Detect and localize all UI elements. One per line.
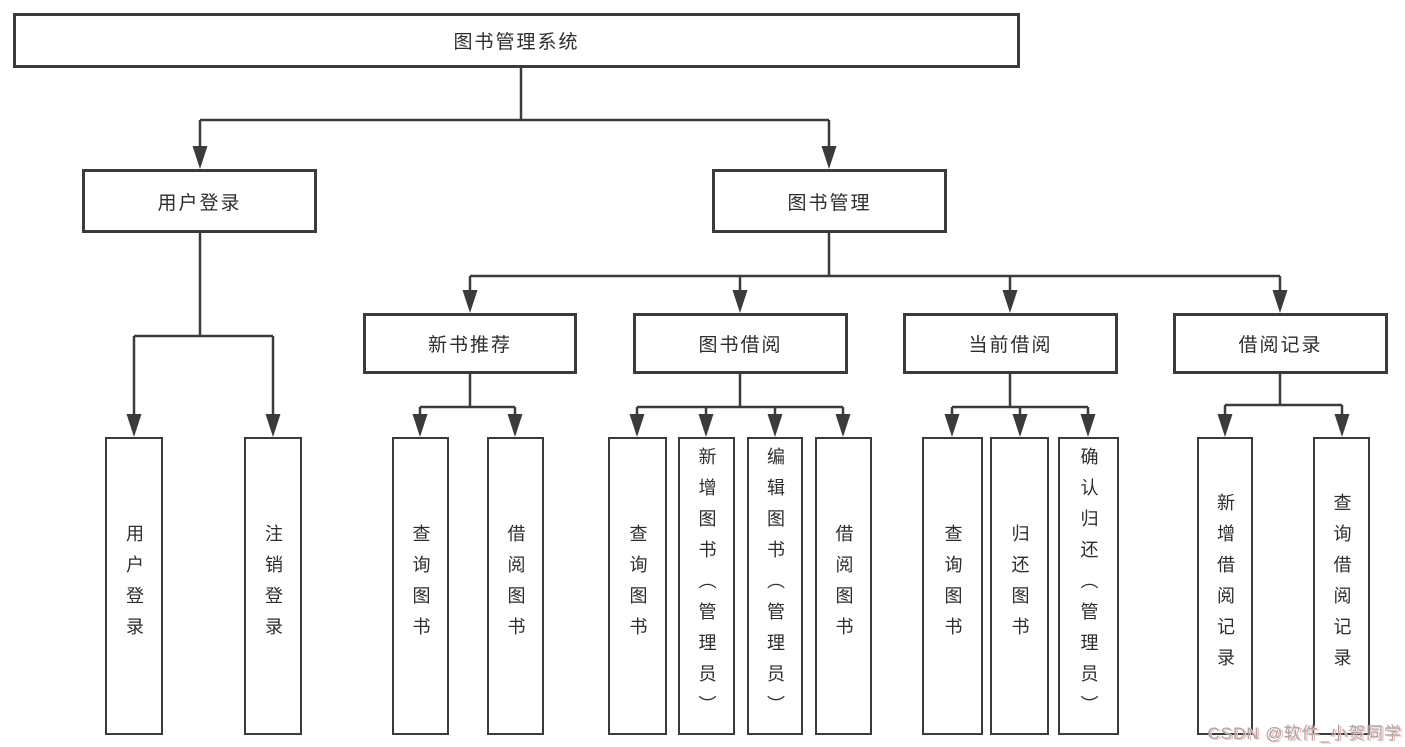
node-leaf-bb-query-books-label: 查询图书 [627, 524, 648, 648]
arrowhead-icon [835, 414, 851, 437]
node-leaf-nbr-query-books: 查询图书 [392, 437, 449, 735]
node-leaf-br-add-record: 新增借阅记录 [1197, 437, 1253, 735]
arrowhead-icon [944, 414, 960, 437]
node-leaf-nbr-borrow-books-label: 借阅图书 [505, 524, 526, 648]
node-user-login-label: 用户登录 [157, 192, 242, 214]
node-leaf-nbr-query-books-label: 查询图书 [410, 524, 431, 648]
node-leaf-bb-add-books-admin: 新增图书（管理员） [678, 437, 735, 735]
connector-current-borrowing-children [944, 374, 1096, 437]
node-book-borrowing-label: 图书借阅 [698, 335, 783, 356]
connector-book-management-children [462, 233, 1288, 313]
node-leaf-cb-return-books-label: 归还图书 [1009, 524, 1030, 648]
connector-user-login-children [126, 233, 281, 437]
node-root: 图书管理系统 [13, 13, 1020, 68]
arrowhead-icon [1217, 414, 1233, 437]
node-new-book-recommend: 新书推荐 [363, 313, 577, 374]
arrowhead-icon [126, 414, 142, 437]
node-borrowing-records: 借阅记录 [1173, 313, 1388, 374]
arrowhead-icon [192, 146, 208, 169]
node-leaf-cb-confirm-return-admin: 确认归还（管理员） [1058, 437, 1119, 735]
node-leaf-bb-edit-books-admin-label: 编辑图书（管理员） [765, 446, 785, 726]
node-leaf-user-login-label: 用户登录 [124, 524, 144, 648]
node-leaf-cb-query-books: 查询图书 [922, 437, 983, 735]
arrowhead-icon [462, 290, 478, 313]
node-leaf-logout-label: 注销登录 [263, 524, 283, 648]
connector-new-book-recommend-children [412, 374, 523, 437]
connector-root-to-level1 [192, 68, 837, 169]
node-root-label: 图书管理系统 [453, 32, 580, 53]
node-leaf-logout: 注销登录 [244, 437, 302, 735]
node-borrowing-records-label: 借阅记录 [1238, 335, 1323, 356]
node-book-management: 图书管理 [712, 169, 947, 233]
node-current-borrowing: 当前借阅 [903, 313, 1118, 374]
node-leaf-nbr-borrow-books: 借阅图书 [487, 437, 544, 735]
node-leaf-user-login: 用户登录 [105, 437, 163, 735]
arrowhead-icon [265, 414, 281, 437]
arrowhead-icon [412, 414, 428, 437]
arrowhead-icon [698, 414, 714, 437]
node-user-login: 用户登录 [82, 169, 317, 233]
node-leaf-cb-confirm-return-admin-label: 确认归还（管理员） [1078, 446, 1099, 726]
csdn-watermark: CSDN @软件_小贺同学 [1207, 724, 1402, 743]
arrowhead-icon [629, 414, 645, 437]
arrowhead-icon [821, 146, 837, 169]
node-new-book-recommend-label: 新书推荐 [427, 335, 512, 356]
node-leaf-br-query-record: 查询借阅记录 [1313, 437, 1370, 735]
node-current-borrowing-label: 当前借阅 [968, 335, 1053, 356]
node-book-borrowing: 图书借阅 [633, 313, 848, 374]
arrowhead-icon [1080, 414, 1096, 437]
node-leaf-bb-edit-books-admin: 编辑图书（管理员） [747, 437, 803, 735]
node-leaf-bb-borrow-books: 借阅图书 [815, 437, 872, 735]
node-leaf-bb-add-books-admin-label: 新增图书（管理员） [696, 446, 717, 726]
arrowhead-icon [1012, 414, 1028, 437]
arrowhead-icon [1002, 290, 1018, 313]
node-leaf-bb-borrow-books-label: 借阅图书 [833, 524, 854, 648]
arrowhead-icon [767, 414, 783, 437]
arrowhead-icon [1334, 414, 1350, 437]
node-leaf-bb-query-books: 查询图书 [608, 437, 667, 735]
connector-book-borrowing-children [629, 374, 851, 437]
node-leaf-br-add-record-label: 新增借阅记录 [1215, 493, 1235, 679]
node-leaf-cb-return-books: 归还图书 [990, 437, 1049, 735]
arrowhead-icon [507, 414, 523, 437]
arrowhead-icon [732, 290, 748, 313]
node-leaf-cb-query-books-label: 查询图书 [942, 524, 963, 648]
arrowhead-icon [1272, 290, 1288, 313]
connector-borrowing-records-children [1217, 374, 1350, 437]
node-book-management-label: 图书管理 [787, 192, 872, 214]
node-leaf-br-query-record-label: 查询借阅记录 [1331, 493, 1352, 679]
